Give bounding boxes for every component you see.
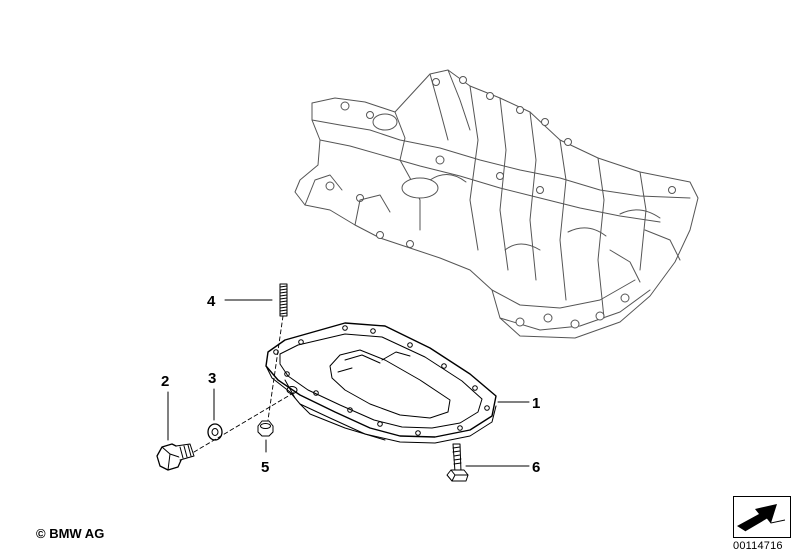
callout-6: 6: [532, 459, 540, 476]
gasket-ring: [207, 423, 223, 441]
callout-1: 1: [532, 395, 540, 412]
copyright-notice: © BMW AG: [36, 526, 105, 541]
callout-5: 5: [261, 459, 269, 476]
diagram-id: 00114716: [733, 540, 783, 552]
oil-pan: [265, 322, 497, 444]
assembly-lines: [193, 315, 296, 453]
hex-bolt: [446, 443, 469, 482]
reference-arrow-icon: [733, 496, 791, 538]
leader-lines: [167, 299, 530, 467]
hex-nut: [257, 420, 274, 437]
engine-block: [294, 69, 699, 339]
stud-bolt: [279, 283, 288, 317]
callout-4: 4: [207, 293, 216, 310]
drain-plug: [156, 443, 195, 471]
callout-3: 3: [208, 370, 216, 387]
callout-2: 2: [161, 373, 169, 390]
